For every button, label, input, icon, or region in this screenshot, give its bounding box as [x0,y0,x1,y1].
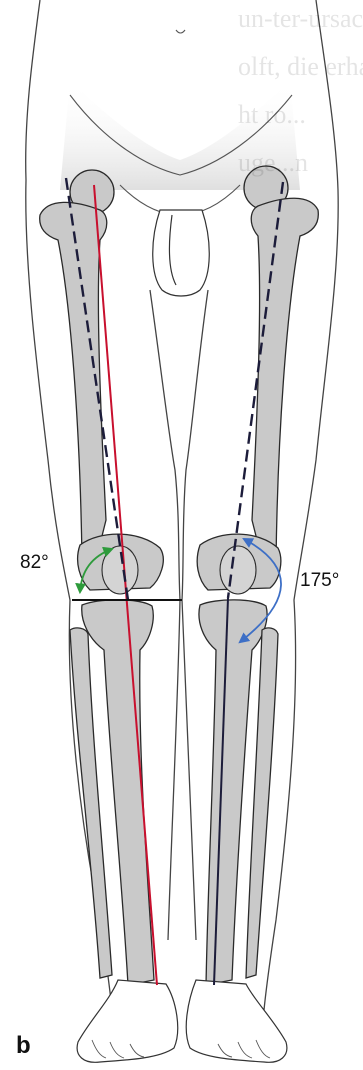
show-through-text-line: ht ro... [238,100,306,130]
genital-outline [153,210,210,296]
foot-left [186,980,287,1062]
show-through-text-line: olft, die erhaltene [238,52,363,82]
show-through-text-line: uge...n [238,148,308,178]
show-through-text-line: un-ter-ursache [238,4,363,34]
femur-right [40,170,164,590]
femur-left [197,166,318,590]
tibia-left [199,600,278,985]
angle-label-right-knee: 175° [300,570,339,592]
angle-label-left-knee: 82° [20,552,49,574]
patella-left [220,546,256,594]
foot-right [77,980,178,1062]
panel-letter: b [16,1032,31,1060]
